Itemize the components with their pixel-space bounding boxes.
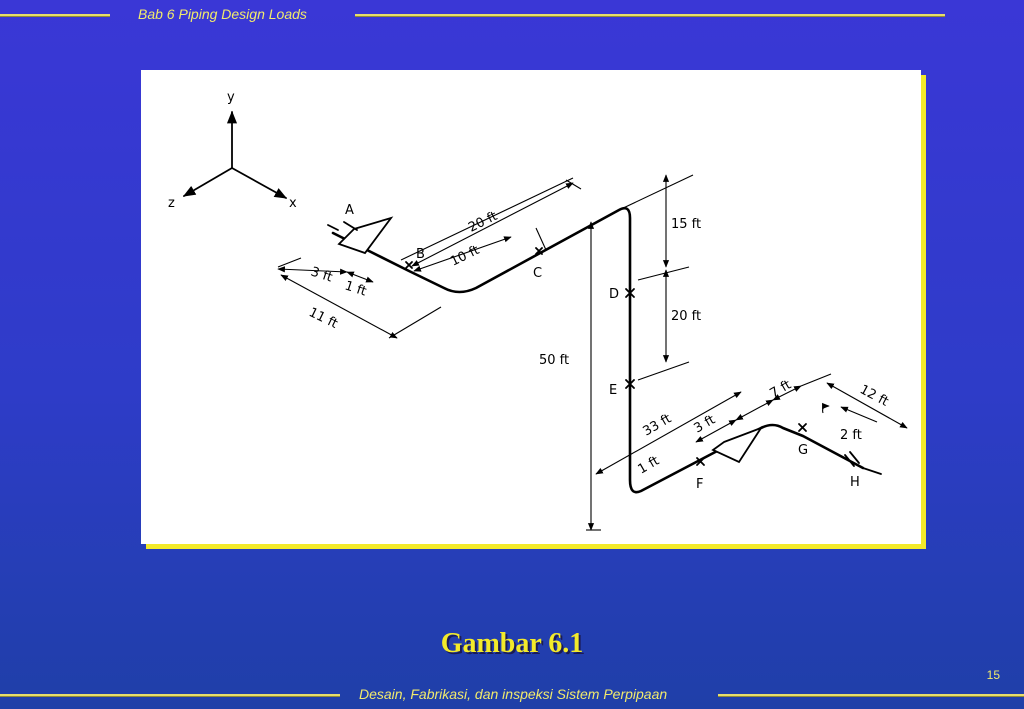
page-number: 15	[986, 668, 1000, 682]
header-rule-right	[355, 14, 945, 16]
piping-figure: y z x	[141, 70, 921, 544]
dim-label-10ft: 10 ft	[448, 243, 482, 270]
dim-label-3ft-left: 3 ft	[309, 265, 334, 286]
point-label-f: F	[696, 477, 703, 492]
figure-caption: Gambar 6.1	[440, 628, 584, 659]
dimension-lines	[277, 174, 908, 531]
dim-label-15ft: 15 ft	[671, 217, 701, 232]
header-title: Bab 6 Piping Design Loads	[138, 6, 307, 22]
point-label-a: A	[345, 203, 354, 218]
point-label-h: H	[850, 475, 860, 490]
axis-z-label: z	[168, 196, 175, 211]
dim-label-7ft: 7 ft	[768, 378, 794, 402]
axis-x-label: x	[289, 196, 297, 211]
dim-label-50ft: 50 ft	[539, 353, 569, 368]
point-label-e: E	[609, 383, 617, 398]
dim-label-20ft-right: 20 ft	[671, 309, 701, 324]
dim-label-1ft-left: 1 ft	[343, 279, 368, 300]
dim-label-12ft: 12 ft	[857, 382, 891, 409]
footer-rule-left	[0, 694, 340, 696]
dim-label-11ft: 11 ft	[306, 305, 340, 332]
point-label-g: G	[798, 443, 808, 458]
header-rule-left	[0, 14, 110, 16]
piping-isometric-drawing: y z x	[168, 90, 908, 531]
footer-title: Desain, Fabrikasi, dan inspeksi Sistem P…	[359, 686, 668, 702]
dim-label-20ft-top: 20 ft	[466, 209, 500, 236]
point-label-b: B	[416, 247, 425, 262]
footer-rule-right	[718, 694, 1024, 696]
dim-label-1ft-right: 1 ft	[636, 454, 662, 478]
dim-label-33ft: 33 ft	[641, 411, 675, 439]
point-label-d: D	[609, 287, 619, 302]
axis-y-label: y	[227, 90, 235, 105]
support-markers	[405, 247, 807, 466]
point-label-c: C	[533, 266, 542, 281]
dim-label-2ft: 2 ft	[840, 428, 862, 443]
axis-triad: y z x	[168, 90, 297, 211]
dim-label-3ft-right: 3 ft	[692, 413, 718, 437]
